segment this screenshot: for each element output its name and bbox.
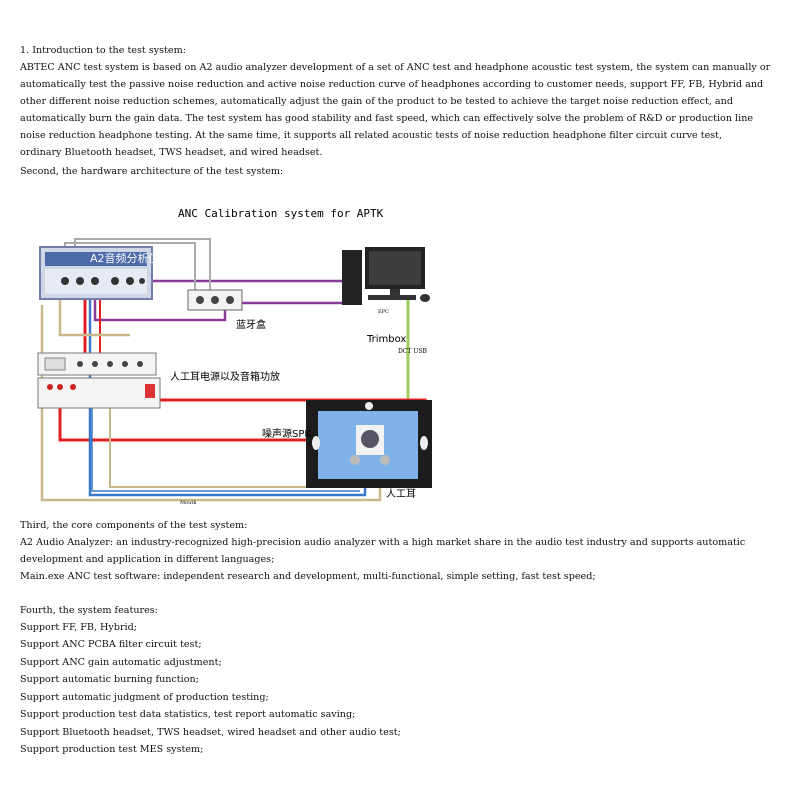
intro-line: ordinary Bluetooth headset, TWS headset,… bbox=[20, 147, 323, 158]
components-line: development and application in different… bbox=[20, 554, 275, 565]
trimbox-label: Trimbox bbox=[366, 334, 406, 345]
power-amplifier bbox=[37, 352, 161, 409]
intro-line: ABTEC ANC test system is based on A2 aud… bbox=[20, 62, 771, 73]
features-heading: Fourth, the system features: bbox=[20, 605, 158, 616]
bluetooth-box bbox=[187, 289, 243, 311]
components-heading: Third, the core components of the test s… bbox=[20, 520, 248, 531]
power-amplifier-label: 人工耳电源以及音箱功放 bbox=[170, 370, 280, 383]
architecture-diagram: ANC Calibration system for APTK A bbox=[37, 207, 432, 506]
components-line: Main.exe ANC test software: independent … bbox=[20, 571, 596, 582]
analyzer-device bbox=[39, 246, 153, 300]
feature-item: Support FF, FB, Hybrid; bbox=[20, 622, 137, 633]
purple-wire bbox=[93, 295, 227, 322]
noise-test-box bbox=[306, 400, 432, 488]
feature-item: Support automatic judgment of production… bbox=[20, 692, 269, 703]
usb-label: DCT USB bbox=[398, 348, 427, 355]
intro-line: noise reduction headphone testing. At th… bbox=[20, 130, 723, 141]
intro-line: automatically burn the gain data. The te… bbox=[20, 113, 754, 124]
diagram-title: ANC Calibration system for APTK bbox=[178, 207, 384, 220]
feature-item: Support production test MES system; bbox=[20, 744, 204, 755]
tan-wire bbox=[58, 295, 130, 337]
components-line: A2 Audio Analyzer: an industry-recognize… bbox=[20, 537, 746, 548]
analyzer-label: A2音频分析仪 bbox=[90, 251, 160, 265]
feature-item: Support production test data statistics,… bbox=[20, 709, 356, 720]
intro-heading: 1. Introduction to the test system: bbox=[20, 45, 186, 56]
pc-device bbox=[342, 247, 430, 305]
artificial-ear-label: 人工耳 bbox=[386, 488, 416, 500]
blue-wire bbox=[91, 390, 360, 492]
feature-item: Support ANC gain automatic adjustment; bbox=[20, 657, 222, 668]
noise-source-label: 噪声源SPK bbox=[262, 427, 311, 440]
intro-line: automatically test the passive noise red… bbox=[20, 79, 764, 90]
feature-item: Support automatic burning function; bbox=[20, 674, 199, 685]
mouth-label: Mouth bbox=[180, 500, 197, 506]
bluetooth-box-label: 蓝牙盒 bbox=[236, 318, 266, 331]
intro-line: other different noise reduction schemes,… bbox=[20, 96, 733, 107]
pc-label: EPC bbox=[378, 309, 389, 315]
feature-item: Support ANC PCBA filter circuit test; bbox=[20, 639, 202, 650]
hardware-heading: Second, the hardware architecture of the… bbox=[20, 166, 284, 177]
feature-item: Support Bluetooth headset, TWS headset, … bbox=[20, 727, 401, 738]
